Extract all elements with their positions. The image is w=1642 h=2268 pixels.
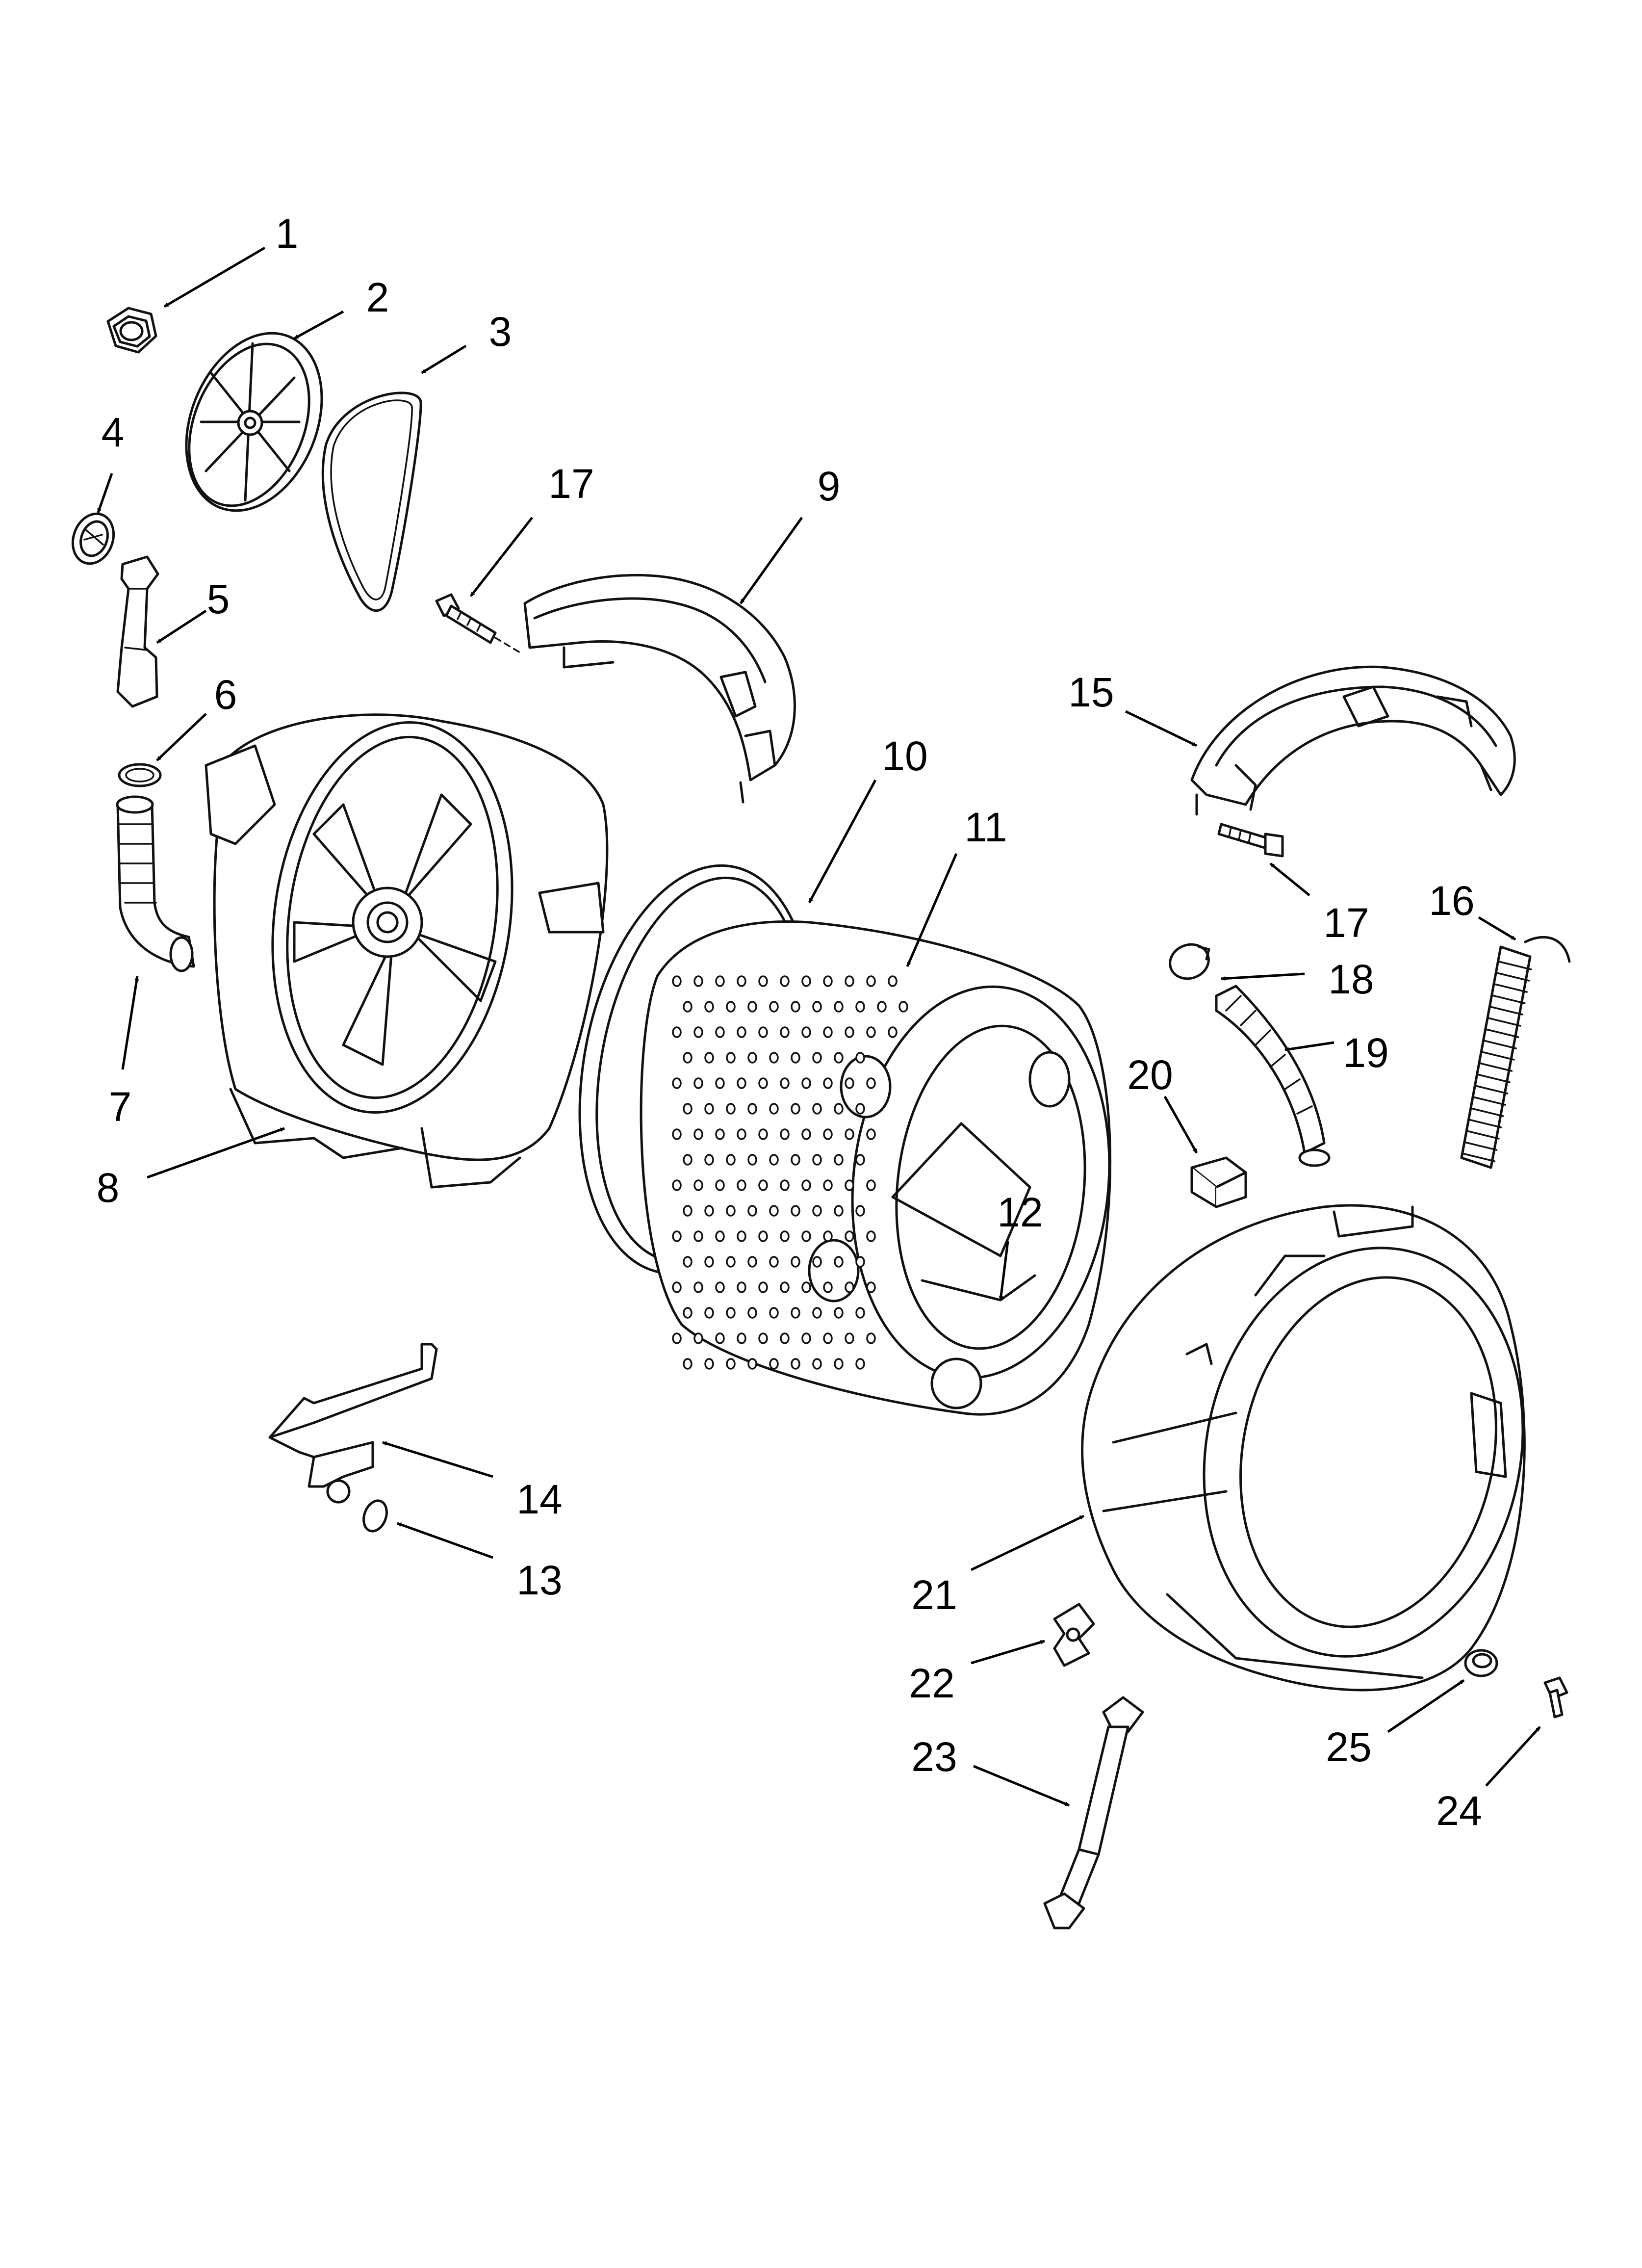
part-18-clamp [1169, 943, 1210, 980]
callout-labels: 1 2 3 4 5 6 7 8 9 10 11 12 13 14 15 16 1… [97, 210, 1482, 1834]
part-1-nut [106, 307, 157, 354]
part-8-rear-tub [205, 713, 609, 1189]
part-25-plug [1464, 1649, 1498, 1677]
part-4-filter [71, 512, 115, 565]
leader-10 [808, 779, 877, 904]
callout-13: 13 [516, 1557, 562, 1603]
leader-6 [156, 713, 207, 761]
part-19-bellows [1215, 985, 1331, 1167]
leader-17a [470, 517, 533, 597]
callout-22: 22 [909, 1660, 954, 1706]
callout-11: 11 [964, 804, 1007, 850]
leader-5 [156, 609, 207, 644]
part-5-bracket [116, 555, 159, 708]
callout-7: 7 [109, 1084, 132, 1130]
callout-24: 24 [1436, 1788, 1482, 1834]
leader-11 [906, 853, 958, 967]
part-23-shock [1043, 1696, 1144, 1929]
leader-7 [121, 976, 139, 1070]
part-22-pad [1053, 1603, 1095, 1667]
part-9-counterweight [523, 574, 796, 804]
part-24-bolt [1543, 1676, 1568, 1719]
leader-20 [1163, 1095, 1198, 1154]
callout-2: 2 [366, 274, 389, 320]
leader-2 [293, 310, 344, 340]
leader-12 [999, 1241, 1009, 1301]
callout-9: 9 [818, 463, 841, 509]
leader-13 [397, 1522, 493, 1559]
part-17-bolt-top [435, 593, 521, 653]
callout-10: 10 [882, 733, 927, 779]
callout-8: 8 [97, 1165, 120, 1211]
part-17-bolt-right [1217, 823, 1284, 858]
callout-20: 20 [1127, 1052, 1173, 1098]
part-21-front-tub [1081, 1204, 1526, 1692]
callout-4: 4 [102, 409, 125, 455]
callout-15: 15 [1068, 669, 1114, 715]
callout-14: 14 [516, 1476, 562, 1522]
leader-16 [1478, 916, 1516, 941]
part-11-drum [640, 920, 1112, 1416]
callout-19: 19 [1343, 1030, 1388, 1076]
leader-3 [421, 344, 467, 374]
coil-ribs [1461, 961, 1532, 1162]
callout-25: 25 [1326, 1724, 1371, 1770]
part-16-coil-hose [1460, 936, 1571, 1169]
leader-4 [97, 473, 113, 513]
callout-23: 23 [911, 1734, 957, 1780]
leader-25 [1387, 1679, 1465, 1733]
callout-5: 5 [207, 576, 230, 622]
leader-18 [1221, 972, 1305, 981]
leader-22 [971, 1640, 1045, 1665]
callout-16: 16 [1429, 878, 1474, 924]
part-7-hose [116, 795, 195, 972]
leader-24 [1485, 1726, 1541, 1787]
part-3-belt [321, 391, 422, 612]
part-6-clamp [118, 763, 162, 787]
callout-21: 21 [911, 1572, 957, 1618]
leader-15 [1125, 710, 1198, 747]
callout-6: 6 [214, 672, 237, 718]
part-14-heater [268, 1343, 438, 1504]
leader-19 [1284, 1041, 1334, 1052]
callout-1: 1 [276, 210, 299, 257]
callout-17-right: 17 [1323, 900, 1369, 946]
callout-17-top: 17 [548, 461, 594, 507]
part-2-pulley [185, 332, 323, 512]
part-15-counterweight [1190, 665, 1516, 816]
leader-21 [970, 1514, 1085, 1571]
leader-9 [739, 517, 803, 604]
leader-17b [1269, 862, 1310, 896]
leader-lines [97, 246, 1541, 1807]
leader-23 [973, 1765, 1070, 1807]
part-13-oring [362, 1499, 388, 1533]
part-20-clip [1190, 1156, 1247, 1208]
leader-8 [147, 1127, 285, 1179]
leader-1 [163, 246, 266, 308]
callout-18: 18 [1328, 956, 1374, 1002]
drum-perforations [672, 975, 908, 1370]
leader-14 [382, 1441, 493, 1478]
callout-12: 12 [997, 1189, 1043, 1235]
callout-3: 3 [489, 309, 512, 355]
